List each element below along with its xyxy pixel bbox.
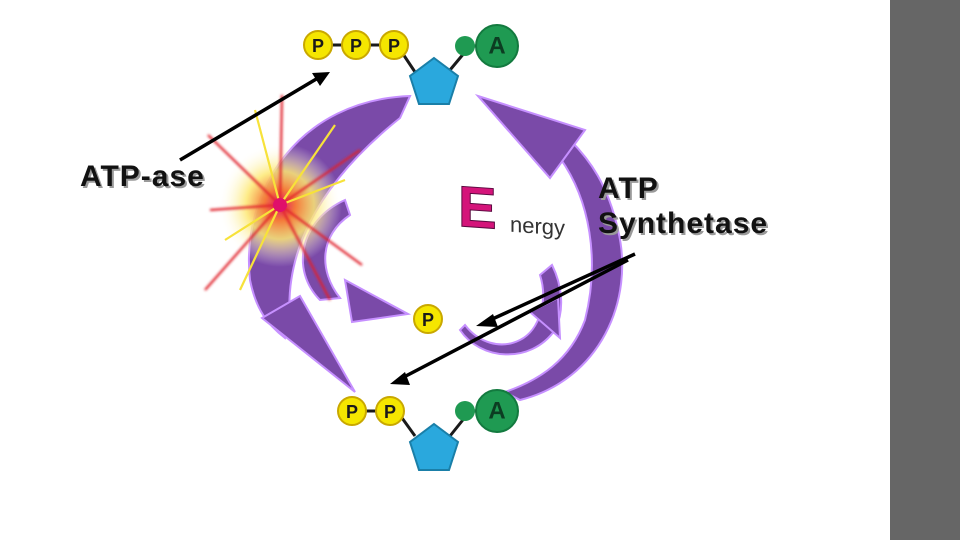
adp-molecule: P P A (337, 389, 519, 471)
atp-adenine: A (475, 24, 519, 68)
cycle-arrows (247, 93, 624, 402)
atp-phosphate-2: P (341, 30, 371, 60)
left-inner-arrowhead (343, 278, 412, 324)
svg-text:P: P (350, 36, 362, 56)
synthetase-pointer-arrow-1 (476, 252, 636, 327)
atp-phosphate-1: P (303, 30, 333, 60)
right-inner-arrow (458, 263, 563, 356)
right-cycle-arrowhead (474, 93, 587, 180)
atp-ribose-pentagon (408, 56, 460, 105)
adp-phosphate-2: P (375, 396, 405, 426)
energy-word: E nergy (458, 174, 566, 243)
left-cycle-arrowhead (260, 294, 356, 393)
pointer-arrows (179, 72, 636, 385)
svg-text:P: P (312, 36, 324, 56)
synthetase-pointer-arrow-2 (390, 258, 629, 385)
svg-text:A: A (488, 398, 505, 425)
energy-initial-letter: E (458, 174, 497, 242)
atp-phosphate-3: P (379, 30, 409, 60)
atp-adenine-small-ring (455, 36, 475, 56)
adp-adenine-small-ring (455, 401, 475, 421)
atp-synthetase-label-line-2: Synthetase (598, 206, 769, 240)
atp-cycle-diagram: E nergy P P P A P (179, 24, 636, 471)
svg-text:P: P (384, 402, 396, 422)
atp-molecule: P P P A (303, 24, 519, 105)
svg-text:A: A (488, 33, 505, 60)
free-phosphate: P (413, 304, 443, 334)
atp-synthetase-label-line-1: ATP (598, 172, 659, 205)
atpase-label: ATP-ase (80, 160, 205, 193)
atpase-pointer-arrow (179, 72, 330, 162)
svg-text:P: P (388, 36, 400, 56)
svg-text:P: P (346, 402, 358, 422)
energy-burst (204, 94, 363, 301)
energy-rest-letters: nergy (510, 212, 565, 241)
right-side-bar (890, 0, 960, 540)
adp-phosphate-1: P (337, 396, 367, 426)
svg-text:P: P (422, 310, 434, 330)
atp-synthetase-label: ATP Synthetase (598, 172, 838, 241)
adp-ribose-pentagon (408, 422, 460, 471)
adp-adenine: A (475, 389, 519, 433)
